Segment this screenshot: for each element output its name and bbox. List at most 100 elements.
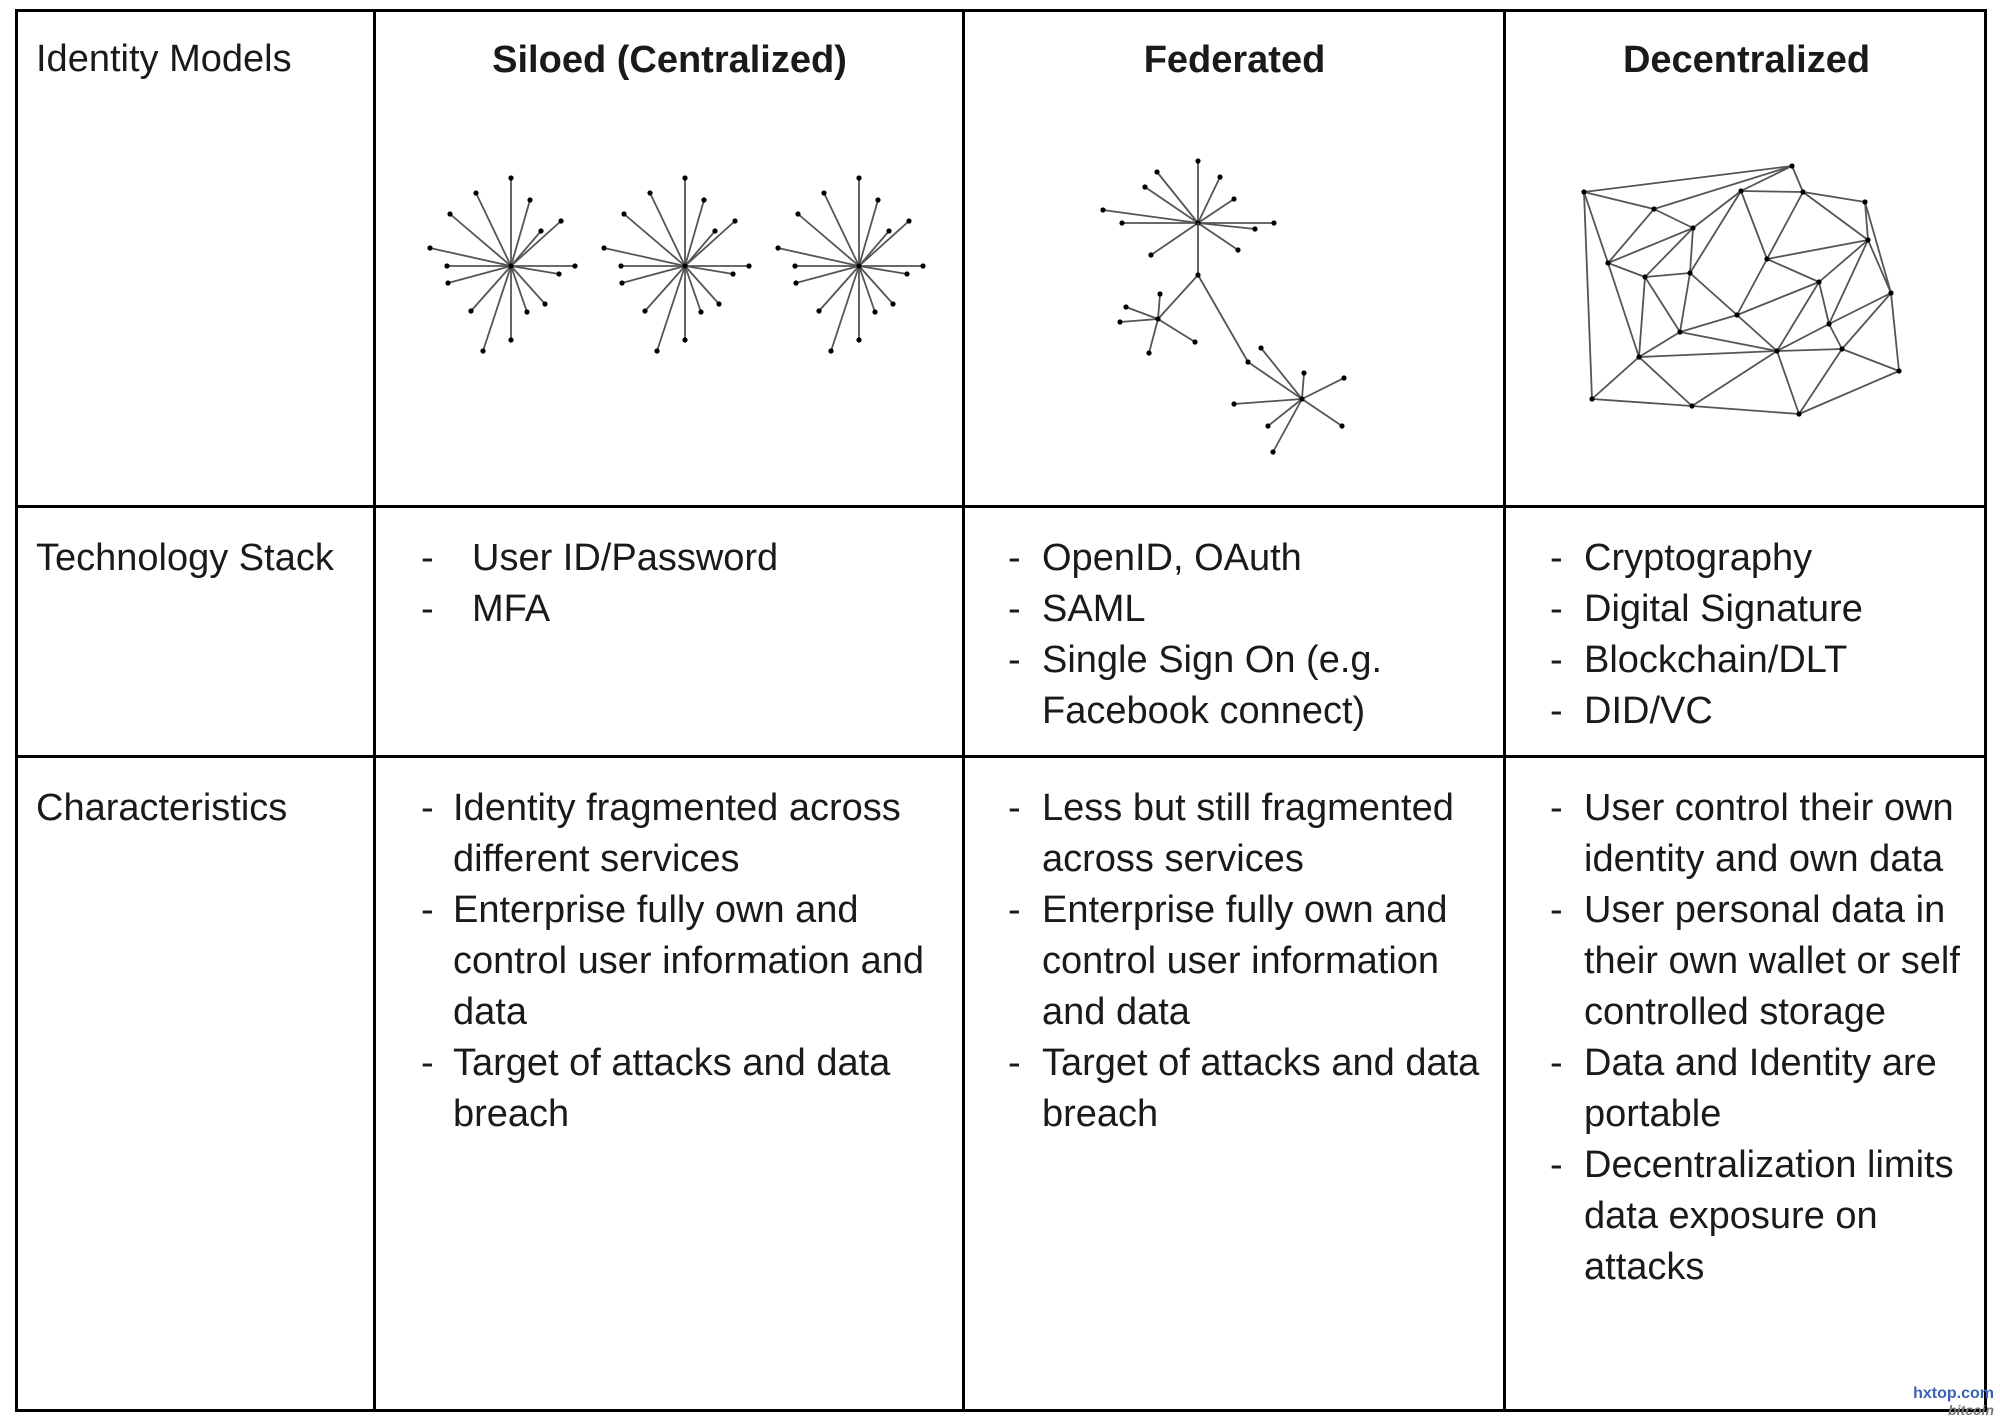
node (1146, 350, 1152, 356)
row-label-identity-models: Identity Models (36, 38, 292, 80)
characteristic-item: -Less but still fragmented across servic… (1008, 783, 1497, 885)
bullet-dash: - (1008, 639, 1021, 681)
item-text: Cryptography (1584, 537, 1813, 579)
node (1258, 345, 1264, 351)
technology-item: -MFA (421, 584, 952, 635)
node (1689, 403, 1695, 409)
edge (1591, 356, 1640, 400)
edge (684, 220, 736, 267)
technology-item: -Digital Signature (1550, 584, 1984, 635)
edge (1644, 227, 1694, 278)
node (621, 211, 627, 217)
node (856, 337, 862, 343)
node (821, 190, 827, 196)
node (1764, 256, 1770, 262)
node (698, 309, 704, 315)
node (445, 280, 451, 286)
item-text: Digital Signature (1584, 588, 1863, 630)
edge (1607, 227, 1694, 264)
edge (1776, 348, 1843, 352)
edge (830, 265, 860, 352)
edge (1691, 350, 1778, 407)
node (856, 263, 862, 269)
item-text: DID/VC (1584, 690, 1713, 732)
edge (1864, 201, 1892, 294)
header-siloed: Siloed (Centralized) (492, 39, 847, 81)
item-text: Target of attacks and data breach (453, 1042, 891, 1135)
node (508, 175, 514, 181)
bullet-dash: - (1550, 537, 1563, 579)
node (1789, 163, 1795, 169)
node (1738, 188, 1744, 194)
node (795, 211, 801, 217)
bullet-dash: - (421, 787, 434, 829)
technology-item: -Blockchain/DLT (1550, 635, 1984, 686)
item-text: User ID/Password (472, 537, 779, 579)
header-decentralized: Decentralized (1622, 39, 1871, 81)
edge (684, 199, 705, 267)
edge (1828, 323, 1843, 350)
node (473, 190, 479, 196)
edge (1653, 208, 1694, 229)
node (654, 348, 660, 354)
item-text: Enterprise fully own and control user in… (453, 889, 925, 1033)
technology-item: -User ID/Password (421, 533, 952, 584)
edge (1638, 331, 1681, 358)
edge (656, 265, 686, 352)
bullet-dash: - (421, 537, 434, 579)
item-text: Enterprise fully own and control user in… (1042, 889, 1448, 1033)
node (828, 348, 834, 354)
edge (797, 213, 860, 267)
bullet-dash: - (421, 588, 434, 630)
bullet-dash: - (1550, 1144, 1563, 1186)
edge (1802, 191, 1866, 203)
node (856, 175, 862, 181)
node (1245, 359, 1251, 365)
edge (1736, 314, 1778, 352)
node (682, 263, 688, 269)
bullet-dash: - (1550, 889, 1563, 931)
node (875, 197, 881, 203)
node (1142, 184, 1148, 190)
edge (1197, 274, 1249, 363)
edge (1766, 191, 1804, 260)
technology-item: -DID/VC (1550, 686, 1984, 737)
federated-technology-list: -OpenID, OAuth-SAML-Single Sign On (e.g.… (1008, 533, 1492, 737)
edge (1156, 171, 1199, 224)
edge (1144, 186, 1199, 224)
node (1235, 247, 1241, 253)
edge (1157, 293, 1161, 320)
edge (858, 230, 890, 267)
node (542, 301, 548, 307)
characteristic-item: -Enterprise fully own and control user i… (1008, 885, 1497, 1038)
bullet-dash: - (1008, 889, 1021, 931)
edge (1644, 272, 1691, 278)
bullet-dash: - (1550, 690, 1563, 732)
edge (1638, 350, 1778, 358)
decentralized-characteristics-list: -User control their own identity and own… (1550, 783, 1984, 1293)
node (730, 271, 736, 277)
node (1636, 354, 1642, 360)
item-text: OpenID, OAuth (1042, 537, 1302, 579)
edge (510, 199, 531, 267)
node (572, 263, 578, 269)
edge (1828, 239, 1869, 325)
node (1796, 411, 1802, 417)
edge (1197, 222, 1256, 230)
node (1774, 348, 1780, 354)
edge (449, 213, 512, 267)
node (618, 263, 624, 269)
item-text: Decentralization limits data exposure on… (1584, 1144, 1954, 1288)
node (527, 197, 533, 203)
edge (623, 213, 686, 267)
edge (684, 230, 716, 267)
edge (510, 230, 542, 267)
edge (1583, 191, 1593, 400)
characteristic-item: -Target of attacks and data breach (1008, 1038, 1497, 1140)
technology-item: -Single Sign On (e.g. Facebook connect) (1008, 635, 1492, 737)
node (1826, 321, 1832, 327)
edge (644, 265, 686, 312)
edge (447, 265, 512, 284)
